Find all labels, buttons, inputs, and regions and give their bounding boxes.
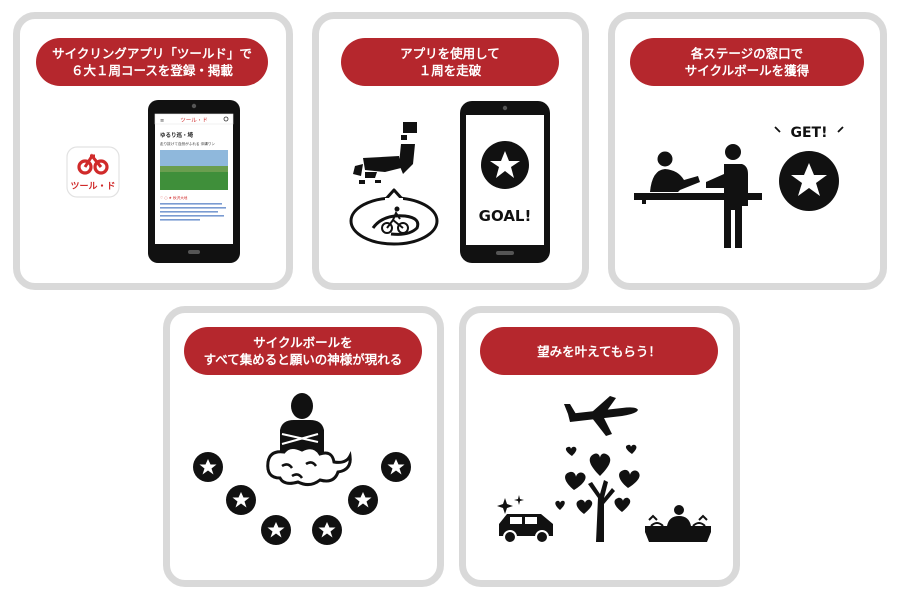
smartphone-app-screen: ≡ ツール・ド ゆるり巡・埼 走り抜けて自然がふれる 沖縄ワン ♡ ○ ★ 秋沢… [148, 100, 240, 263]
japan-map-route-icon [343, 116, 445, 246]
app-header-title: ツール・ド [180, 118, 208, 124]
smartphone-goal-screen: GOAL! [460, 101, 550, 263]
step-4-title: サイクルボールを すべて集めると願いの神様が現れる [184, 327, 422, 375]
ball-6 [381, 452, 411, 482]
ball-4 [312, 515, 342, 545]
app-search-icon [223, 116, 229, 122]
bathtub-icon [643, 500, 713, 544]
step-1-title: サイクリングアプリ「ツールド」で ６大１周コースを登録・掲載 [36, 38, 268, 86]
ball-1 [193, 452, 223, 482]
get-ball-icon: GET! [772, 120, 846, 212]
app-menu-icon: ≡ [160, 118, 164, 124]
reception-counter-icon [632, 140, 767, 252]
app-post-tags: ♡ ○ ★ 秋沢大地 [160, 195, 188, 200]
heart-tree-icon [552, 440, 648, 544]
step-3-title-line1: 各ステージの窓口で [690, 46, 804, 61]
app-logo-icon: ツール・ド [66, 146, 120, 198]
ball-3 [261, 515, 291, 545]
goal-text: GOAL! [479, 207, 532, 225]
ball-5 [348, 485, 378, 515]
airplane-icon [562, 394, 642, 438]
cycle-balls-icon [190, 450, 420, 550]
step-4-title-line1: サイクルボールを [253, 335, 353, 350]
step-4-title-line2: すべて集めると願いの神様が現れる [203, 352, 403, 367]
app-post-title: ゆるり巡・埼 [160, 131, 194, 139]
step-2-title-line1: アプリを使用して [400, 46, 500, 61]
ball-2 [226, 485, 256, 515]
step-1-title-line1: サイクリングアプリ「ツールド」で [52, 46, 252, 61]
step-3-title: 各ステージの窓口で サイクルボールを獲得 [630, 38, 864, 86]
get-text: GET! [791, 125, 828, 141]
step-2-title-line2: １周を走破 [418, 63, 482, 78]
app-post-subtitle: 走り抜けて自然がふれる 沖縄ワン [160, 141, 215, 146]
step-3-title-line2: サイクルボールを獲得 [684, 63, 810, 78]
step-5-title-line1: 望みを叶えてもらう！ [537, 343, 661, 359]
wish-god-on-cloud-icon [262, 392, 354, 490]
step-2-title: アプリを使用して １周を走破 [341, 38, 559, 86]
step-5-title: 望みを叶えてもらう！ [480, 327, 718, 375]
step-1-title-line2: ６大１周コースを登録・掲載 [71, 63, 233, 78]
car-icon [495, 492, 557, 544]
app-logo-text: ツール・ド [70, 181, 115, 192]
